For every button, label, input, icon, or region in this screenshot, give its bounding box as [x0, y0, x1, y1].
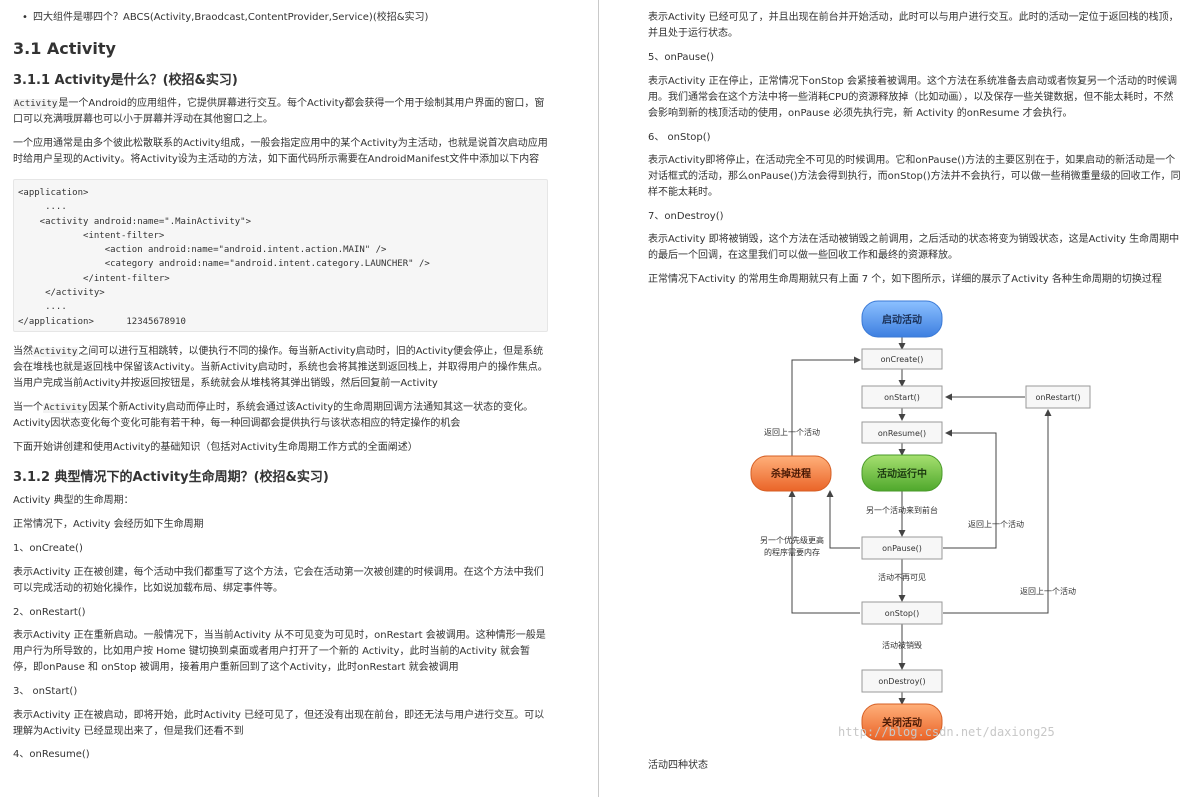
p3-pre: 当然 — [13, 346, 33, 357]
step-onpause-title: 5、onPause() — [648, 52, 715, 63]
paragraph-activity-jump: 当然Activity之间可以进行互相跳转，以便执行不同的操作。每当新Activi… — [13, 344, 548, 392]
code-block: <application> .... <activity android:nam… — [13, 179, 548, 332]
step-onstart-text: 表示Activity 正在被启动，即将开始，此时Activity 已经可见了，但… — [13, 710, 545, 737]
start-label: 启动活动 — [882, 313, 922, 326]
p4-text: 因某个新Activity启动而停止时，系统会通过该Activity的生命周期回调… — [13, 402, 534, 429]
kill-node — [750, 455, 832, 492]
running-label: 活动运行中 — [877, 467, 927, 480]
start-node — [861, 300, 943, 338]
p4-pre: 当一个 — [13, 402, 43, 413]
bullet-four-components: 四大组件是哪四个？ABCS(Activity,Braodcast,Content… — [22, 10, 428, 26]
oncreate-box — [861, 348, 943, 370]
oncreate-label: onCreate() — [881, 355, 924, 364]
paragraph-basics: 下面开始讲创建和使用Activity的基础知识（包括对Activity生命周期工… — [13, 442, 418, 453]
destroyed-label: 活动被销毁 — [882, 640, 922, 650]
onrestart-box — [1025, 385, 1091, 409]
inline-code-activity: Activity — [13, 99, 59, 109]
onstop-label: onStop() — [885, 609, 919, 618]
back-label-3: 返回上一个活动 — [1020, 586, 1076, 596]
invisible-label: 活动不再可见 — [878, 572, 926, 582]
step-ondestroy-title: 7、onDestroy() — [648, 211, 724, 222]
p3-text: 之间可以进行互相跳转，以便执行不同的操作。每当新Activity启动时，旧的Ac… — [13, 346, 548, 389]
onpause-box — [861, 536, 943, 560]
code-manifest: <application> .... <activity android:nam… — [18, 188, 430, 327]
heading-3-1: 3.1 Activity — [13, 39, 116, 58]
step-onstop-text: 表示Activity即将停止，在活动完全不可见的时候调用。它和onPause()… — [648, 155, 1181, 198]
step-onstop-title: 6、 onStop() — [648, 132, 711, 143]
loop-arrows — [788, 356, 1052, 614]
onstart-label: onStart() — [884, 393, 920, 402]
watermark: http://blog.csdn.net/daxiong25 — [838, 725, 1055, 739]
heading-3-1-1: 3.1.1 Activity是什么？(校招&实习) — [13, 73, 238, 88]
paragraph-normal-lifecycle: 正常情况下，Activity 会经历如下生命周期 — [13, 519, 204, 530]
page-divider — [598, 0, 599, 797]
heading-3-1-2: 3.1.2 典型情况下的Activity生命周期？(校招&实习) — [13, 470, 329, 485]
paragraph-onresume-desc: 表示Activity 已经可见了，并且出现在前台并开始活动，此时可以与用户进行交… — [648, 12, 1179, 39]
step-onrestart-text: 表示Activity 正在重新启动。一般情况下，当当前Activity 从不可见… — [13, 630, 546, 673]
end-node — [861, 703, 943, 741]
onresume-box — [861, 421, 943, 444]
priority-label-1: 另一个优先级更高 — [760, 535, 824, 545]
onresume-label: onResume() — [878, 429, 926, 438]
step-ondestroy-text: 表示Activity 即将被销毁，这个方法在活动被销毁之前调用，之后活动的状态将… — [648, 234, 1180, 261]
onstart-box — [861, 385, 943, 409]
onrestart-label: onRestart() — [1036, 393, 1081, 402]
step-onrestart-title: 2、onRestart() — [13, 607, 86, 618]
onstop-box — [861, 601, 943, 625]
paragraph-main-activity: 一个应用通常是由多个彼此松散联系的Activity组成，一般会指定应用中的某个A… — [13, 138, 548, 165]
paragraph-activity-intro-text: 是一个Android的应用组件，它提供屏幕进行交互。每个Activity都会获得… — [13, 98, 545, 125]
step-onresume-title: 4、onResume() — [13, 749, 90, 760]
step-onstart-title: 3、 onStart() — [13, 686, 78, 697]
step-oncreate-text: 表示Activity 正在被创建，每个活动中我们都重写了这个方法，它会在活动第一… — [13, 567, 544, 594]
onpause-label: onPause() — [882, 544, 922, 553]
paragraph-typical-lifecycle: Activity 典型的生命周期： — [13, 495, 134, 506]
ondestroy-box — [861, 669, 943, 693]
step-oncreate-title: 1、onCreate() — [13, 543, 83, 554]
back-label-2: 返回上一个活动 — [968, 519, 1024, 529]
paragraph-activity-stop: 当一个Activity因某个新Activity启动而停止时，系统会通过该Acti… — [13, 400, 548, 432]
step-onpause-text: 表示Activity 正在停止，正常情况下onStop 会紧接着被调用。这个方法… — [648, 76, 1177, 119]
kill-label: 杀掉进程 — [771, 467, 811, 480]
back-label-1: 返回上一个活动 — [764, 427, 820, 437]
new-front-label: 另一个活动来到前台 — [866, 505, 938, 515]
paragraph-lifecycle-summary: 正常情况下Activity 的常用生命周期就只有上面 7 个，如下图所示，详细的… — [648, 274, 1162, 285]
inline-code-activity-3: Activity — [43, 403, 89, 413]
inline-code-activity-2: Activity — [33, 347, 79, 357]
running-node — [861, 454, 943, 492]
activity-lifecycle-diagram: 启动活动 onCreate() onStart() onRestart() on… — [750, 300, 1091, 741]
diagram-caption: 活动四种状态 — [648, 760, 708, 771]
paragraph-activity-intro: Activity是一个Android的应用组件，它提供屏幕进行交互。每个Acti… — [13, 96, 546, 128]
ondestroy-label: onDestroy() — [878, 677, 925, 686]
priority-label-2: 的程序需要内存 — [764, 547, 820, 557]
end-label: 关闭活动 — [882, 716, 922, 729]
